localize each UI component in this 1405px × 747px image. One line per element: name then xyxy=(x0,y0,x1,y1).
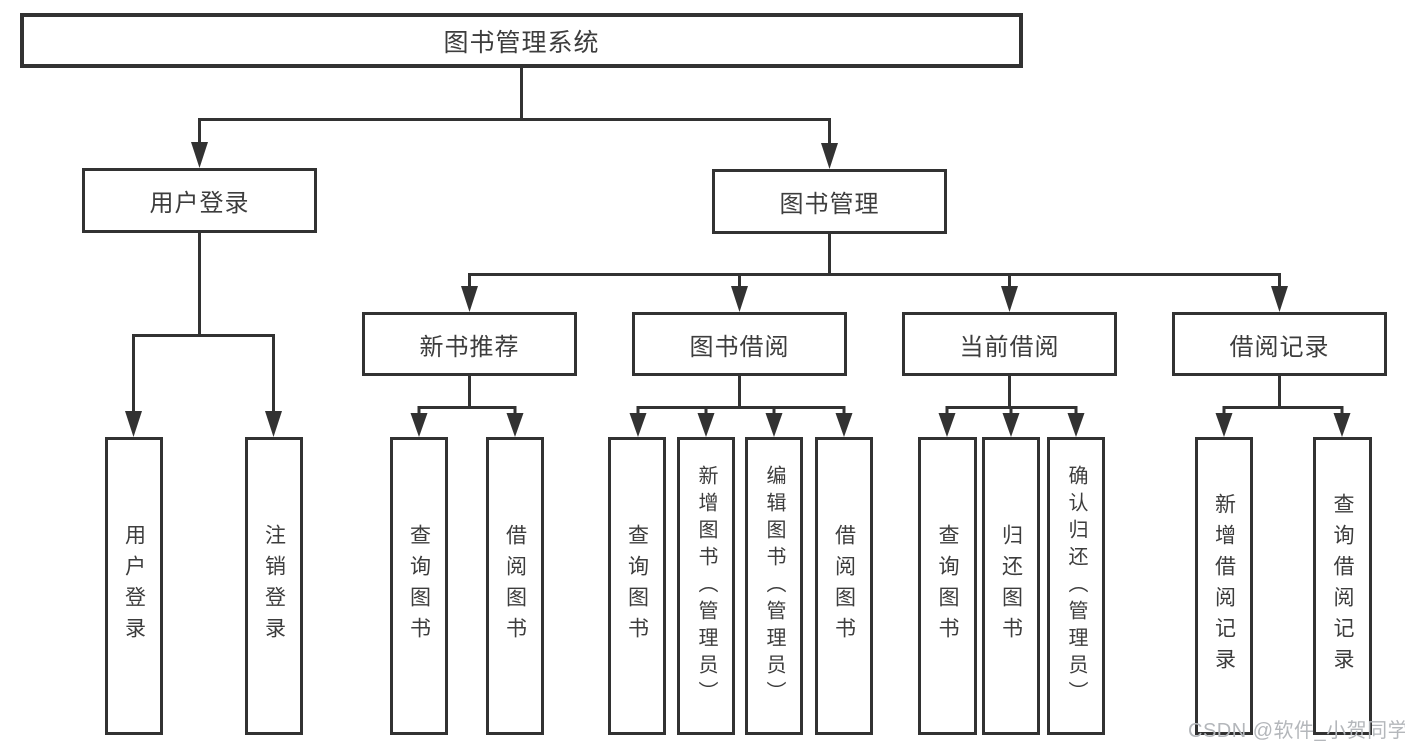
node-label: 借阅记录 xyxy=(1229,333,1330,361)
leaf-return-books: 归还图书 xyxy=(982,437,1040,735)
node-label: 查询图书 xyxy=(936,524,959,648)
node-label: 新增借阅记录 xyxy=(1212,493,1236,679)
node-label: 确认归还（管理员） xyxy=(1065,464,1087,708)
node-label: 图书借阅 xyxy=(689,333,790,361)
leaf-borrow-books-recommend: 借阅图书 xyxy=(486,437,544,735)
node-new-book-recommend: 新书推荐 xyxy=(362,312,577,376)
leaf-add-borrow-record: 新增借阅记录 xyxy=(1195,437,1253,735)
node-label: 借阅图书 xyxy=(832,524,856,648)
node-label: 注销登录 xyxy=(262,524,286,648)
csdn-watermark: CSDN @软件_小贺同学 xyxy=(1188,720,1405,742)
node-label: 新增图书（管理员） xyxy=(695,464,717,708)
node-label: 用户登录 xyxy=(149,190,250,217)
node-label: 图书管理 xyxy=(779,191,880,218)
leaf-query-books-current: 查询图书 xyxy=(918,437,977,735)
node-label: 查询图书 xyxy=(625,524,649,648)
node-label: 归还图书 xyxy=(999,524,1023,648)
leaf-borrow-books: 借阅图书 xyxy=(815,437,873,735)
node-borrow-records: 借阅记录 xyxy=(1172,312,1387,376)
node-label: 查询图书 xyxy=(407,524,431,648)
node-label: 查询借阅记录 xyxy=(1331,493,1354,679)
node-label: 借阅图书 xyxy=(503,524,527,648)
node-label: 编辑图书（管理员） xyxy=(763,464,785,708)
node-current-borrowing: 当前借阅 xyxy=(902,312,1117,376)
leaf-add-books-admin: 新增图书（管理员） xyxy=(677,437,735,735)
leaf-query-borrow-record: 查询借阅记录 xyxy=(1313,437,1372,735)
leaf-query-books-borrow: 查询图书 xyxy=(608,437,666,735)
node-user-login: 用户登录 xyxy=(82,168,317,233)
node-label: 新书推荐 xyxy=(419,333,520,361)
node-label: 当前借阅 xyxy=(959,333,1060,361)
node-book-management: 图书管理 xyxy=(712,169,947,234)
node-label: 用户登录 xyxy=(122,524,146,648)
leaf-confirm-return-admin: 确认归还（管理员） xyxy=(1047,437,1105,735)
node-label: 图书管理系统 xyxy=(443,28,600,57)
leaf-user-login: 用户登录 xyxy=(105,437,163,735)
node-book-borrowing: 图书借阅 xyxy=(632,312,847,376)
leaf-edit-books-admin: 编辑图书（管理员） xyxy=(745,437,803,735)
leaf-query-books-recommend: 查询图书 xyxy=(390,437,448,735)
node-root-system: 图书管理系统 xyxy=(20,13,1023,68)
leaf-logout: 注销登录 xyxy=(245,437,303,735)
